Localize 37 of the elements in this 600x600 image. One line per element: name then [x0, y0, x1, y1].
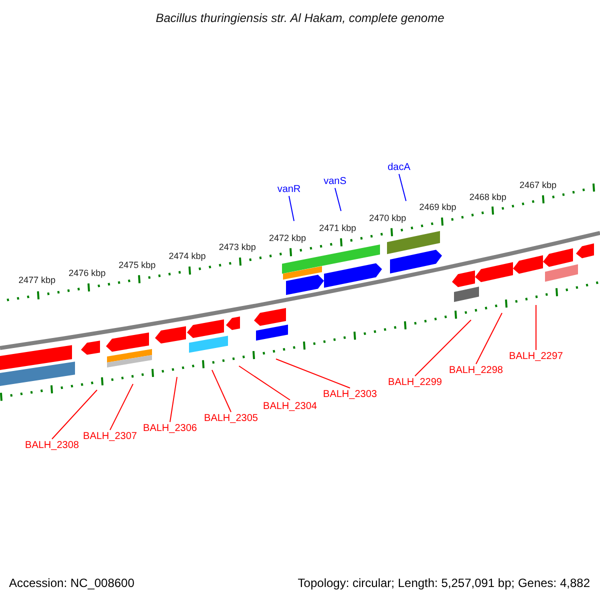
coordinate-label: 2476 kbp [68, 268, 107, 279]
gene-label: BALH_2298 [446, 364, 506, 377]
map-title: Bacillus thuringiensis str. Al Hakam, complete genome [154, 10, 446, 27]
gene-label: dacA [384, 161, 414, 174]
gene-label: BALH_2306 [140, 422, 200, 435]
leader-line [170, 376, 178, 422]
coordinate-label: 2469 kbp [418, 202, 458, 214]
gene-label: BALH_2305 [201, 412, 261, 425]
gene-label: BALH_2307 [80, 430, 140, 443]
coordinate-label: 2475 kbp [118, 260, 157, 270]
leader-line [276, 358, 350, 388]
leader-line [398, 174, 406, 202]
gene-label: BALH_2304 [260, 400, 320, 413]
coordinate-label: 2474 kbp [168, 250, 207, 262]
coordinate-label: 2470 kbp [368, 212, 408, 224]
leader-line [414, 320, 472, 376]
gene-label: vanR [274, 183, 304, 196]
leader-line [334, 188, 342, 212]
coordinate-label: 2472 kbp [268, 232, 308, 244]
leader-line [288, 196, 294, 222]
genome-stats-text: Topology: circular; Length: 5,257,091 bp; Genes: 4,882 [298, 575, 590, 592]
coordinate-label: 2468 kbp [468, 192, 508, 203]
gene-label: BALH_2299 [385, 376, 445, 389]
gene-label: BALH_2303 [320, 388, 380, 401]
leader-line [238, 366, 290, 400]
leader-line [476, 312, 502, 364]
leader-line [212, 370, 232, 412]
coordinate-label: 2467 kbp [518, 180, 558, 192]
gene-label: BALH_2297 [506, 350, 566, 363]
coordinate-label: 2473 kbp [218, 242, 257, 254]
leader-line [52, 390, 98, 440]
gene-label: BALH_2308 [22, 439, 82, 452]
leader-line [110, 384, 134, 430]
gene-label: vanS [320, 175, 350, 188]
coordinate-label: 2471 kbp [318, 223, 358, 234]
coordinate-label: 2477 kbp [17, 275, 57, 286]
accession-text: Accession: NC_008600 [9, 575, 134, 592]
